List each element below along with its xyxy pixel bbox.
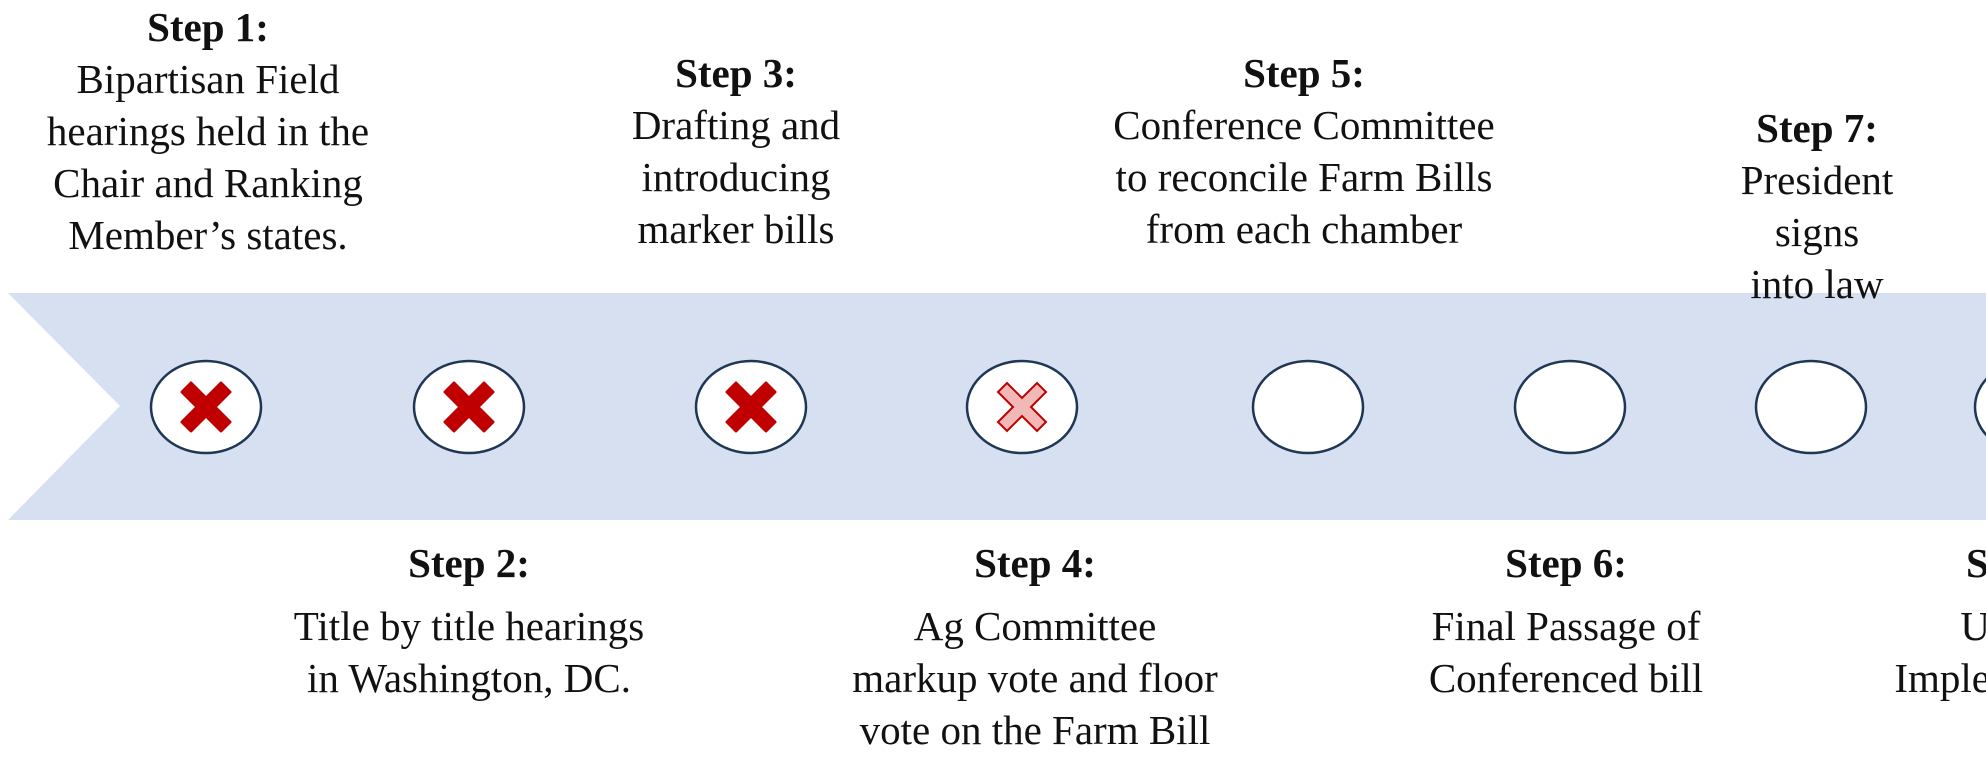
step-8-description: U Imple bbox=[1894, 603, 1986, 702]
step-7-marker bbox=[1754, 359, 1868, 455]
step-5: Step 5: Conference Committee to reconcil… bbox=[1113, 48, 1494, 255]
marker-circle bbox=[1251, 359, 1365, 455]
step-7-description: President signs into law bbox=[1740, 157, 1894, 308]
step-7-title: Step 7: bbox=[1756, 105, 1878, 151]
step-8-title: S bbox=[1966, 540, 1986, 586]
step-2: Step 2: Title by title hearings in Washi… bbox=[294, 538, 644, 704]
marker-circle bbox=[1973, 377, 1986, 437]
step-3-title: Step 3: bbox=[675, 50, 797, 96]
step-1: Step 1: Bipartisan Field hearings held i… bbox=[47, 2, 369, 261]
step-6-title: Step 6: bbox=[1505, 540, 1627, 586]
step-8-marker bbox=[1973, 377, 1986, 437]
step-7: Step 7: President signs into law bbox=[1733, 103, 1902, 310]
step-2-description: Title by title hearings in Washington, D… bbox=[293, 603, 645, 702]
x-icon bbox=[443, 381, 495, 433]
x-outline-icon bbox=[996, 381, 1048, 433]
step-1-title: Step 1: bbox=[147, 4, 269, 50]
step-4-description: Ag Committee markup vote and floor vote … bbox=[852, 603, 1218, 754]
x-icon bbox=[180, 381, 232, 433]
marker-circle bbox=[1754, 359, 1868, 455]
step-3-description: Drafting and introducing marker bills bbox=[631, 102, 841, 253]
step-3: Step 3: Drafting and introducing marker … bbox=[632, 48, 840, 255]
step-1-description: Bipartisan Field hearings held in the Ch… bbox=[46, 56, 370, 259]
marker-circle bbox=[1513, 359, 1627, 455]
step-2-marker bbox=[412, 359, 526, 455]
x-icon bbox=[725, 381, 777, 433]
step-6-description: Final Passage of Conferenced bill bbox=[1428, 603, 1704, 702]
step-6-marker bbox=[1513, 359, 1627, 455]
step-1-marker bbox=[149, 359, 263, 455]
step-4-title: Step 4: bbox=[974, 540, 1096, 586]
step-3-marker bbox=[694, 359, 808, 455]
step-5-marker bbox=[1251, 359, 1365, 455]
step-5-title: Step 5: bbox=[1243, 50, 1365, 96]
step-4-marker bbox=[965, 359, 1079, 455]
step-6: Step 6: Final Passage of Conferenced bil… bbox=[1429, 538, 1703, 704]
step-5-description: Conference Committee to reconcile Farm B… bbox=[1113, 102, 1495, 253]
step-4: Step 4: Ag Committee markup vote and flo… bbox=[852, 538, 1217, 756]
step-2-title: Step 2: bbox=[408, 540, 530, 586]
